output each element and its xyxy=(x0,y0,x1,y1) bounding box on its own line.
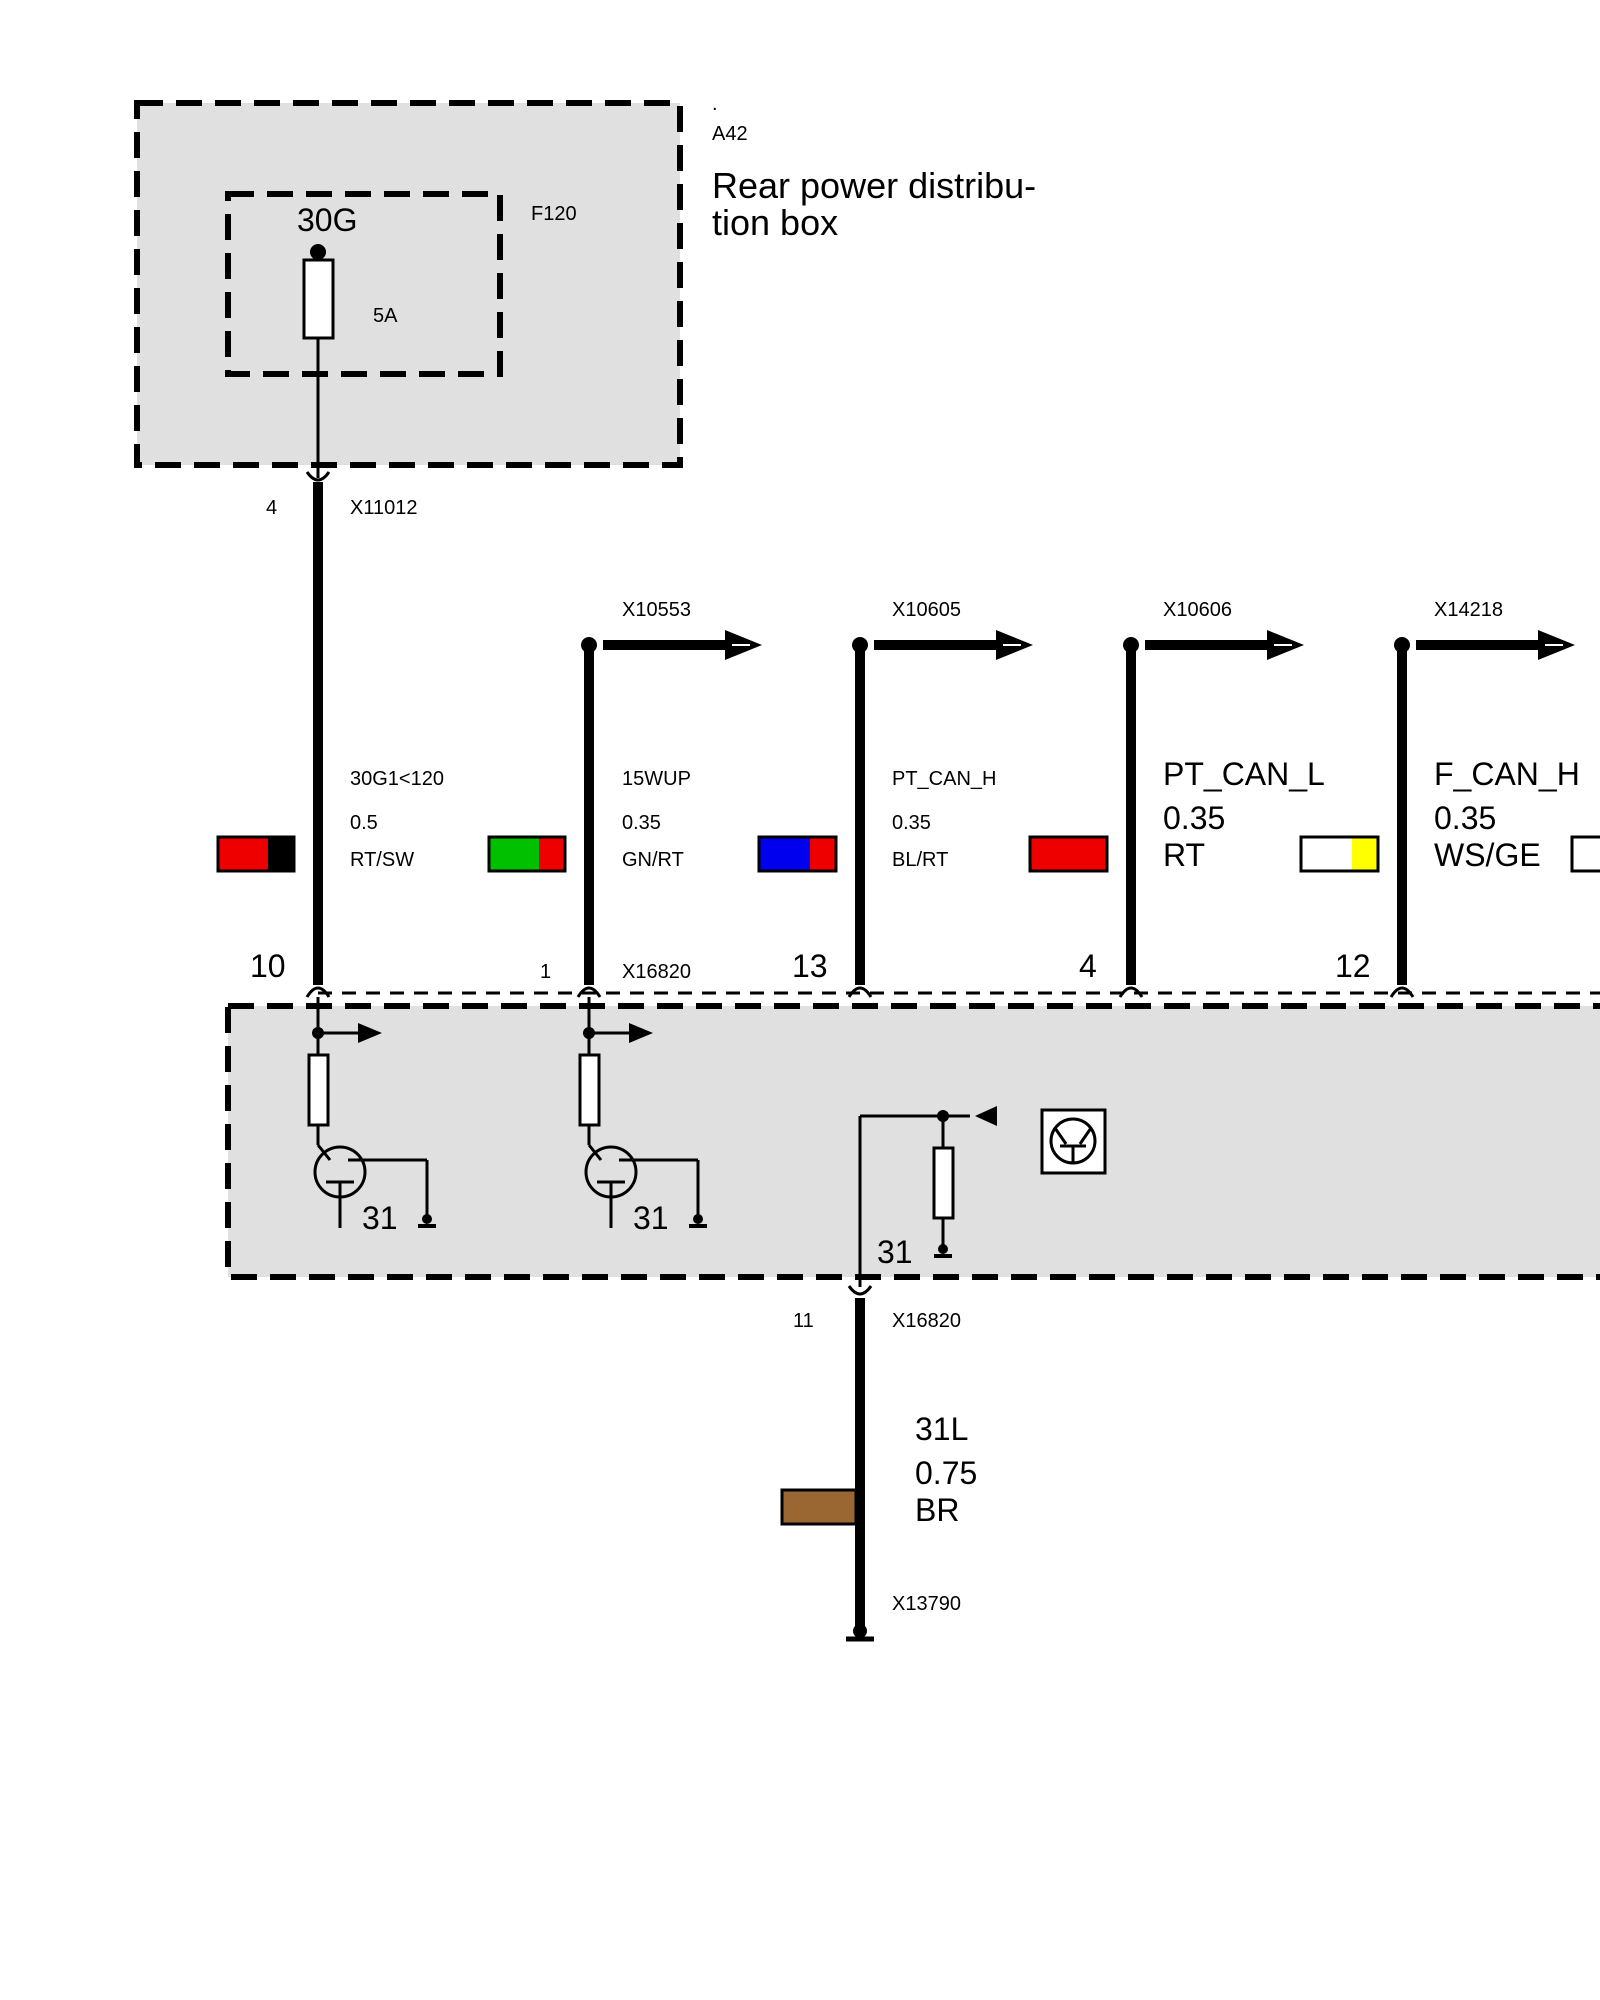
box-id: A42 xyxy=(712,123,748,145)
wire-1-gauge: 0.35 xyxy=(622,812,661,834)
box-name-line1: Rear power distribu- xyxy=(712,165,1036,206)
connector-pins xyxy=(305,986,1415,998)
wire-4-pin: 12 xyxy=(1335,948,1371,984)
stage-1-arrow-icon xyxy=(358,1023,382,1043)
ground-wire-signal: 31L xyxy=(915,1411,968,1447)
sense-ground-icon xyxy=(938,1244,948,1254)
control-module-box xyxy=(225,1003,1600,1280)
wire-0-pin: 10 xyxy=(250,948,286,984)
connector-x11012-icon xyxy=(305,471,331,482)
box-marker: . xyxy=(712,93,718,115)
stage-2-ground-icon xyxy=(693,1214,703,1224)
wire-4-color-code: WS/GE xyxy=(1434,837,1541,873)
wire-2-gauge: 0.35 xyxy=(892,812,931,834)
bottom-connector-id: X16820 xyxy=(892,1310,961,1332)
ground-wire-gauge: 0.75 xyxy=(915,1455,977,1491)
stage-1-ground-icon xyxy=(422,1214,432,1224)
wire-5-color-swatch-partial xyxy=(1570,835,1600,873)
wire-0-color-swatch xyxy=(216,835,296,873)
wire-2-signal: PT_CAN_H xyxy=(892,768,996,790)
fuse-rating: 5A xyxy=(373,305,398,327)
wire-0-color-code: RT/SW xyxy=(350,849,414,871)
wire-3-dest: X10606 xyxy=(1163,599,1232,621)
output-stage-2 xyxy=(578,997,707,1228)
ground-label-1: 31 xyxy=(362,1200,398,1236)
wire-1-dest: X10553 xyxy=(622,599,691,621)
wire-3-color-code: RT xyxy=(1163,837,1205,873)
ground-label-2: 31 xyxy=(633,1200,669,1236)
ground-wire-color-swatch xyxy=(780,1488,858,1526)
wire-4-gauge: 0.35 xyxy=(1434,800,1496,836)
fuse-terminal-label: 30G xyxy=(297,202,357,238)
wire-4-signal: F_CAN_H xyxy=(1434,756,1580,792)
fuse-enclosure xyxy=(225,191,503,377)
box-name-line2: tion box xyxy=(712,202,838,243)
sense-resistor-icon xyxy=(932,1146,955,1220)
stage-1-resistor-icon xyxy=(307,1053,330,1127)
wire-3-pin: 4 xyxy=(1079,948,1097,984)
wire-3-color-swatch xyxy=(1028,835,1109,873)
stage-2-arrow-icon xyxy=(629,1023,653,1043)
wire-1-color-swatch xyxy=(487,835,567,873)
wire-2-dest: X10605 xyxy=(892,599,961,621)
ground-point-icon xyxy=(853,1624,867,1638)
power-distribution-box xyxy=(134,100,683,468)
wire-1-signal: 15WUP xyxy=(622,768,691,790)
wire-4-dest: X14218 xyxy=(1434,599,1503,621)
connector-top-pin: 4 xyxy=(266,497,277,519)
module-connector-id: X16820 xyxy=(622,961,691,983)
connector-x16820-bottom-icon xyxy=(847,1285,873,1296)
fuse-id: F120 xyxy=(531,203,577,225)
stage-2-resistor-icon xyxy=(578,1053,601,1127)
wire-0-gauge: 0.5 xyxy=(350,812,378,834)
connector-top-id: X11012 xyxy=(350,497,417,519)
wire-2-pin: 13 xyxy=(792,948,828,984)
ground-end-connector: X13790 xyxy=(892,1593,961,1615)
ground-sense-stage xyxy=(858,1106,1107,1287)
wire-1-color-code: GN/RT xyxy=(622,849,684,871)
ground-label-3: 31 xyxy=(877,1234,913,1270)
output-stage-1 xyxy=(307,997,436,1228)
sense-arrow-icon xyxy=(975,1106,997,1126)
fuse-icon xyxy=(302,258,335,340)
wire-2-color-swatch xyxy=(757,835,838,873)
wire-3-gauge: 0.35 xyxy=(1163,800,1225,836)
wire-1-pin: 1 xyxy=(540,961,551,983)
ground-wire-color-code: BR xyxy=(915,1492,959,1528)
wire-0-signal: 30G1<120 xyxy=(350,768,444,790)
wire-2-color-code: BL/RT xyxy=(892,849,948,871)
bottom-connector-pin: 11 xyxy=(793,1310,814,1332)
wire-4-color-swatch xyxy=(1299,835,1380,873)
wire-3-signal: PT_CAN_L xyxy=(1163,756,1325,792)
